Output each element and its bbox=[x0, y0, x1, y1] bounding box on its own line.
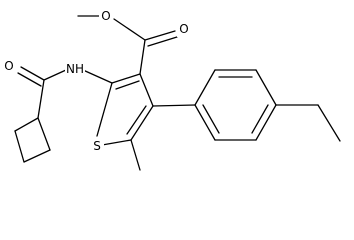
bond-ethyl-ch3 bbox=[317, 104, 341, 142]
bond-c4-c5 bbox=[130, 105, 154, 141]
bond-ar-inner-3 bbox=[202, 104, 220, 134]
bond-ar-1 bbox=[194, 69, 216, 106]
bond-cb-2 bbox=[14, 130, 25, 163]
bond-c2-c3-double bbox=[115, 80, 140, 90]
bond-ester-c-o bbox=[113, 18, 146, 41]
bond-s-c2 bbox=[96, 82, 113, 137]
bond-amide-c-o-1 bbox=[20, 66, 45, 81]
bond-ar-6 bbox=[194, 104, 216, 141]
bonds bbox=[14, 15, 341, 171]
bond-ar-inner-2 bbox=[251, 104, 269, 134]
bond-c3-c4 bbox=[139, 73, 154, 107]
bond-c3-ester-c bbox=[139, 39, 146, 75]
bond-c2-nh bbox=[82, 69, 113, 84]
bond-amide-c-o-2 bbox=[17, 72, 42, 87]
atom-amide-nh: NH bbox=[66, 62, 84, 76]
bond-nh-amide-c bbox=[43, 69, 67, 81]
bond-c4-aryl bbox=[152, 104, 196, 107]
bond-ester-c-o-double-2 bbox=[147, 36, 178, 47]
atom-labels: O O O NH S bbox=[2, 8, 191, 154]
bond-c5-s bbox=[101, 139, 132, 146]
atom-amide-o: O bbox=[4, 59, 13, 73]
bond-amide-c-cyclobutyl bbox=[37, 79, 45, 119]
atom-ester-carbonyl-o: O bbox=[179, 22, 188, 36]
bond-c5-methyl bbox=[130, 139, 141, 171]
atom-ester-ether-o: O bbox=[101, 9, 110, 23]
bond-cb-4 bbox=[37, 117, 51, 151]
chemical-structure: O O O NH S bbox=[2, 8, 341, 171]
atom-ring-s: S bbox=[93, 139, 101, 153]
bond-ar-3 bbox=[255, 69, 277, 106]
bond-c2-c3 bbox=[111, 73, 141, 84]
bond-ester-c-o-double-1 bbox=[144, 30, 176, 41]
bond-c4-c5-double bbox=[126, 105, 147, 135]
bond-cb-1 bbox=[14, 117, 39, 132]
bond-ar-4 bbox=[255, 104, 277, 141]
bond-cb-3 bbox=[23, 149, 51, 163]
